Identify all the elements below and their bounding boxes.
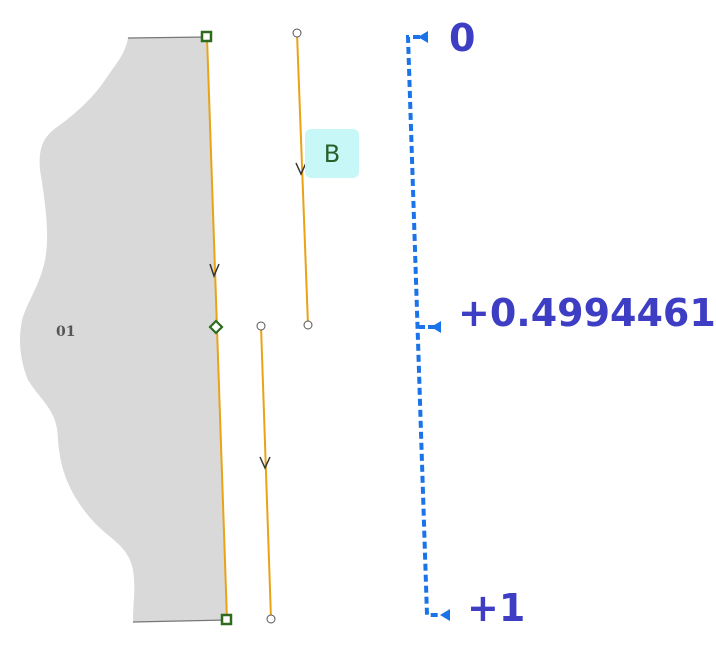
midpoint-handle[interactable] <box>208 319 224 335</box>
measure-label-end: +1 <box>467 586 526 630</box>
region-top-edge <box>127 36 208 39</box>
direction-arrow-icon <box>259 456 271 470</box>
segment-lower-end-node[interactable] <box>266 614 276 624</box>
segment-lower-start-node[interactable] <box>256 321 266 331</box>
region-bottom-edge <box>132 619 228 623</box>
segment-b-start-node[interactable] <box>292 28 302 38</box>
segment-lower[interactable] <box>260 325 272 620</box>
arrow-left-icon <box>418 31 428 43</box>
segment-b-end-node[interactable] <box>303 320 313 330</box>
measure-label-middle: +0.4994461 <box>458 291 716 335</box>
direction-arrow-icon <box>209 263 220 279</box>
segment-tag[interactable]: B <box>305 129 359 178</box>
direction-arrow-icon <box>295 162 307 176</box>
region-label: 01 <box>56 324 76 340</box>
arrow-left-icon <box>431 321 441 333</box>
vertex-handle-end[interactable] <box>220 613 233 626</box>
arrow-left-icon <box>440 609 450 621</box>
measure-label-start: 0 <box>449 16 476 60</box>
segment-b[interactable] <box>296 32 309 326</box>
region-polygon <box>20 37 227 622</box>
measure-bracket <box>405 35 440 617</box>
vertex-handle-start[interactable] <box>200 30 213 43</box>
